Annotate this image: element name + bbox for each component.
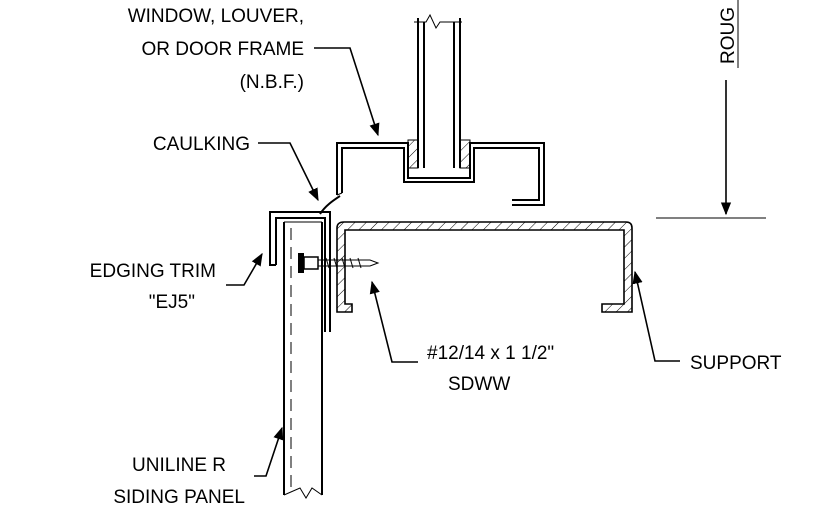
panel-label-line1: UNILINE R [132, 455, 226, 476]
frame-post [407, 13, 471, 169]
caulking-label: CAULKING [153, 134, 250, 155]
trim-label-line2: "EJ5" [149, 292, 195, 313]
screw-label-line2: SDWW [448, 374, 510, 395]
trim-label-line1: EDGING TRIM [90, 261, 216, 282]
leader-lines [226, 0, 766, 477]
frame-label-line1: WINDOW, LOUVER, [128, 6, 304, 27]
support-label: SUPPORT [690, 353, 782, 374]
window-frame [336, 142, 545, 206]
support-channel [336, 221, 633, 313]
frame-label-line3: (N.B.F.) [240, 72, 304, 93]
edging-trim [269, 211, 331, 332]
screw-label-line1: #12/14 x 1 1/2" [427, 343, 554, 364]
panel-label-line2: SIDING PANEL [113, 487, 245, 508]
screw [298, 253, 380, 273]
frame-label-line2: OR DOOR FRAME [141, 39, 304, 60]
rough-opening-label: ROUG [718, 7, 739, 64]
siding-panel [283, 221, 323, 499]
